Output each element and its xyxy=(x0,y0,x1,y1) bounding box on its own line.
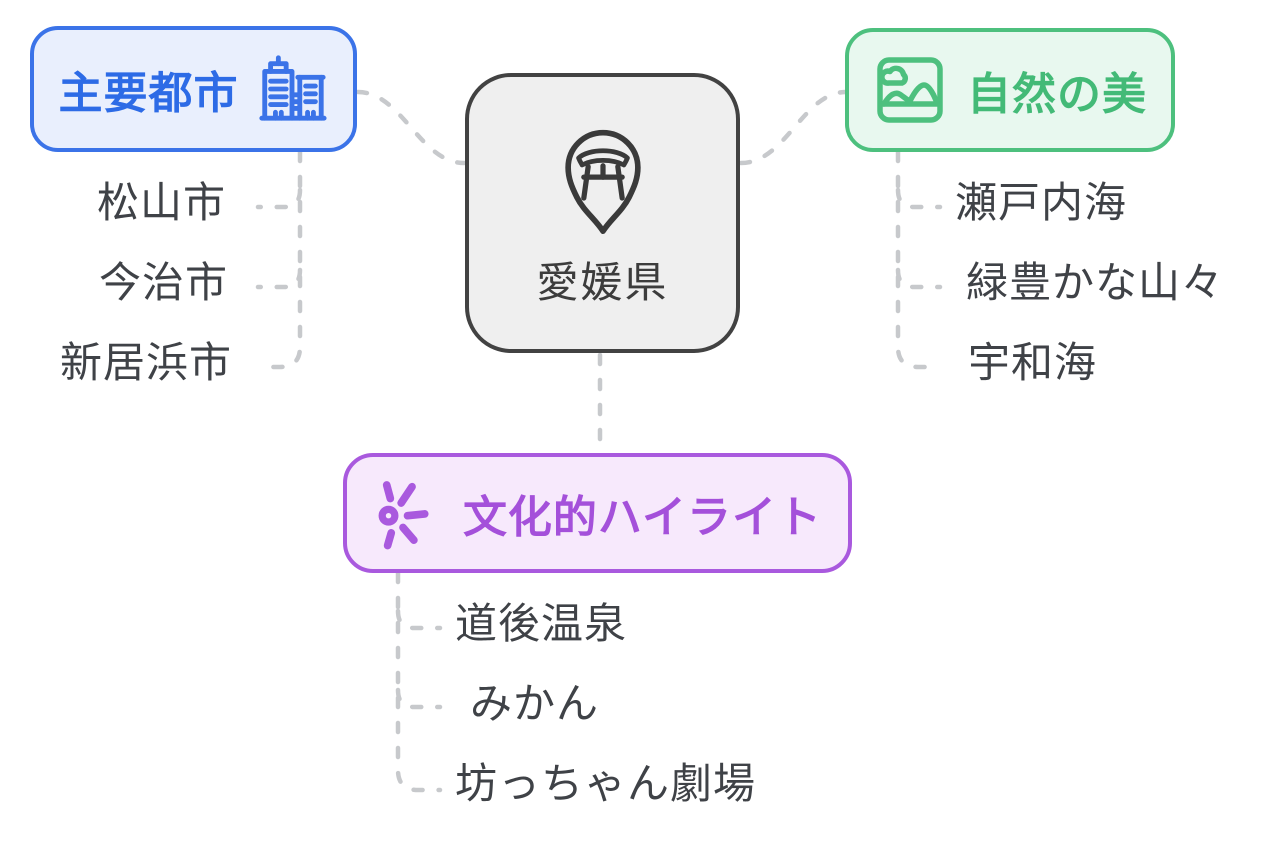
landscape-image-icon xyxy=(873,54,947,126)
connector-culture-stub-2 xyxy=(395,687,443,710)
child-item-uwakai: 宇和海 xyxy=(968,339,1098,386)
connector-nature-stub-1 xyxy=(895,187,943,210)
connector-culture-trunk xyxy=(395,570,443,793)
branch-label-major-cities: 主要都市 xyxy=(58,69,239,118)
connector-nature-trunk xyxy=(895,149,943,370)
child-item-matsuyama: 松山市 xyxy=(97,179,227,226)
connector-cities-trunk xyxy=(255,149,303,370)
node-major-cities[interactable]: 主要都市 xyxy=(30,26,357,152)
branch-label-natural-beauty: 自然の美 xyxy=(967,70,1147,119)
child-item-imabari: 今治市 xyxy=(99,259,229,306)
connector-cities-stub-2 xyxy=(255,267,303,290)
buildings-icon xyxy=(255,53,329,125)
child-item-niihama: 新居浜市 xyxy=(60,339,233,386)
connector-center-to-nature xyxy=(738,89,849,166)
node-cultural-highlights[interactable]: 文化的ハイライト xyxy=(343,453,852,573)
branch-label-cultural-highlights: 文化的ハイライト xyxy=(462,493,823,542)
child-item-setonaikai: 瀬戸内海 xyxy=(955,179,1128,226)
torii-pin-icon xyxy=(552,117,654,239)
connector-nature-stub-2 xyxy=(895,267,943,290)
child-item-botchan-theater: 坊っちゃん劇場 xyxy=(455,760,757,807)
child-item-mikan: みかん xyxy=(470,680,600,727)
child-item-green-mountains: 緑豊かな山々 xyxy=(966,259,1225,306)
connector-cities-to-center xyxy=(355,89,467,166)
node-center-ehime[interactable]: 愛媛県 xyxy=(465,73,740,353)
child-item-dogo-onsen: 道後温泉 xyxy=(455,600,628,647)
connector-culture-stub-1 xyxy=(395,608,443,631)
node-natural-beauty[interactable]: 自然の美 xyxy=(845,28,1175,152)
connector-cities-stub-1 xyxy=(255,187,303,210)
center-label: 愛媛県 xyxy=(536,258,669,306)
sparkle-burst-icon xyxy=(373,475,433,551)
